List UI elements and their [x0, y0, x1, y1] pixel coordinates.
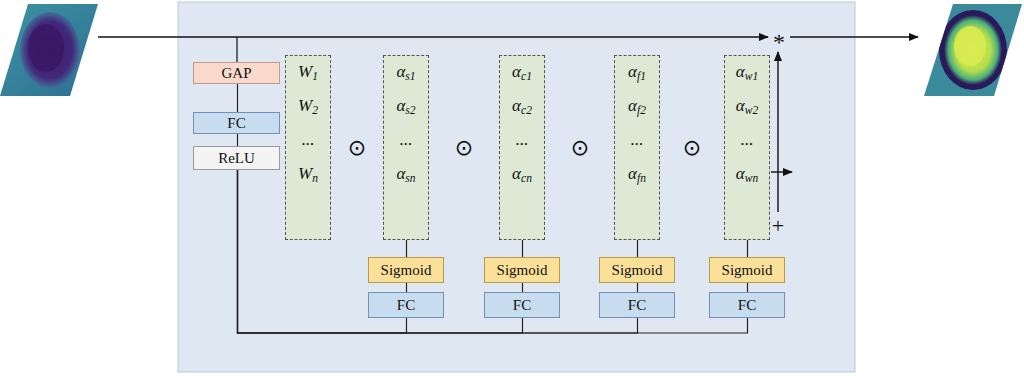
fc-box: FC	[709, 292, 785, 318]
box-label: Sigmoid	[497, 261, 548, 279]
weight-entry: αcn	[512, 162, 532, 186]
connector	[237, 84, 238, 112]
box-label: FC	[513, 296, 531, 314]
output-feature-map	[924, 4, 1022, 96]
box-label: Sigmoid	[612, 261, 663, 279]
connector	[522, 283, 523, 292]
weight-entry: αw1	[736, 60, 758, 84]
fc-box: FC	[484, 292, 560, 318]
connector	[406, 240, 407, 257]
weight-entry: Wn	[298, 162, 318, 186]
box-label: FC	[227, 114, 245, 132]
fc-box: FC	[599, 292, 675, 318]
weight-entry: αfn	[628, 162, 646, 186]
weight-entry: αf1	[628, 60, 646, 84]
connector	[237, 134, 238, 146]
sigmoid-box: Sigmoid	[709, 257, 785, 283]
box-label: GAP	[221, 64, 251, 82]
box-label: FC	[628, 296, 646, 314]
branch-wire	[236, 37, 237, 62]
box-label: Sigmoid	[722, 261, 773, 279]
hadamard-symbol: ⊙	[348, 137, 366, 159]
weight-entry: αc1	[512, 60, 532, 84]
connector	[238, 170, 523, 333]
weight-entry: αwn	[736, 162, 758, 186]
fc-box: FC	[193, 112, 280, 134]
sigmoid-box: Sigmoid	[368, 257, 444, 283]
connector	[522, 240, 523, 257]
connector	[637, 283, 638, 292]
weight-entry: ...	[516, 128, 529, 152]
connector	[637, 240, 638, 257]
output-arrow	[790, 36, 918, 38]
weight-entry: W2	[298, 94, 318, 118]
add-symbol: +	[772, 215, 784, 237]
sigmoid-box: Sigmoid	[484, 257, 560, 283]
add-arrow	[777, 52, 778, 212]
relu-box: ReLU	[193, 146, 280, 170]
connector	[406, 283, 407, 292]
box-label: ReLU	[218, 149, 255, 167]
weight-entry: αs1	[396, 60, 415, 84]
connector	[747, 240, 748, 257]
weight-entry: ...	[631, 128, 644, 152]
weight-vector: W1W2... Wn	[285, 55, 331, 240]
input-feature-map	[0, 4, 98, 96]
skip-arrow	[98, 36, 768, 38]
weight-arrow	[771, 171, 792, 172]
multiply-symbol: *	[773, 30, 785, 54]
weight-entry: ...	[400, 128, 413, 152]
weight-entry: αw2	[736, 94, 758, 118]
box-label: Sigmoid	[381, 261, 432, 279]
weight-entry: αs2	[396, 94, 415, 118]
weight-entry: ...	[302, 128, 315, 152]
gap-box: GAP	[193, 62, 280, 84]
hadamard-symbol: ⊙	[571, 137, 589, 159]
weight-entry: ...	[741, 128, 754, 152]
connector	[747, 283, 748, 292]
box-label: FC	[738, 296, 756, 314]
weight-entry: W1	[298, 60, 318, 84]
module-panel	[178, 2, 855, 372]
fc-box: FC	[368, 292, 444, 318]
weight-vector: αw1 αw2... αwn	[724, 55, 770, 240]
hadamard-symbol: ⊙	[683, 137, 701, 159]
weight-entry: αc2	[512, 94, 532, 118]
sigmoid-box: Sigmoid	[599, 257, 675, 283]
box-label: FC	[397, 296, 415, 314]
weight-vector: αf1 αf2... αfn	[614, 55, 660, 240]
weight-entry: αf2	[628, 94, 646, 118]
weight-vector: αc1 αc2... αcn	[499, 55, 545, 240]
weight-vector: αs1 αs2... αsn	[383, 55, 429, 240]
hadamard-symbol: ⊙	[455, 137, 473, 159]
weight-entry: αsn	[396, 162, 415, 186]
